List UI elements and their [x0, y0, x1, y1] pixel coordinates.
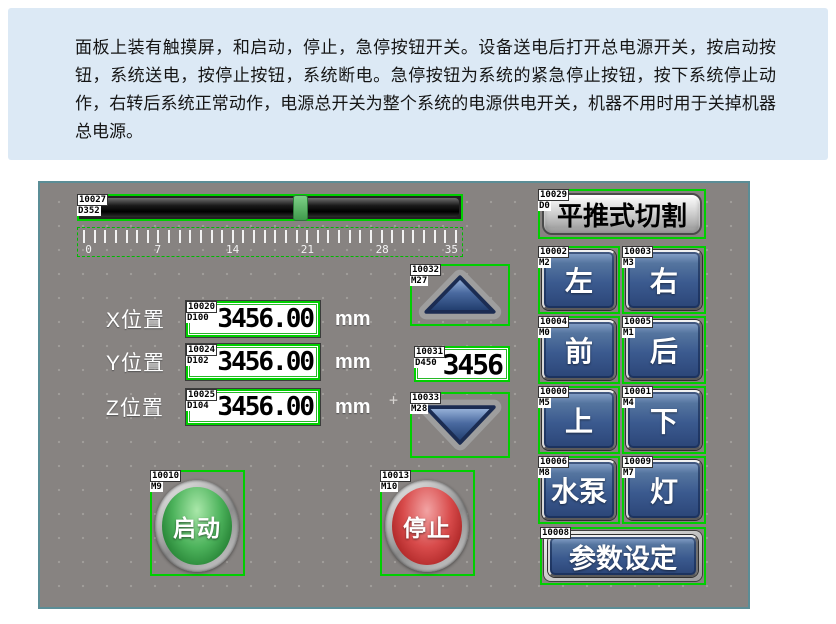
mode-title-face[interactable]: 平推式切割: [542, 193, 702, 235]
start-button-ring: 启动: [155, 480, 239, 572]
slider-thumb[interactable]: [292, 195, 308, 221]
z-unit-label: mm: [335, 395, 371, 418]
x-unit-label: mm: [335, 307, 371, 330]
parameter-settings-button[interactable]: 10008 参数设定: [540, 527, 706, 585]
ruler-ticks: [83, 230, 457, 243]
start-button-face[interactable]: 启动: [162, 487, 232, 565]
arrow-down-icon: [418, 399, 502, 451]
z-position-value: 3456.00: [217, 392, 315, 422]
y-unit-label: mm: [335, 350, 371, 373]
instruction-panel: 面板上装有触摸屏，和启动，停止，急停按钮开关。设备送电后打开总电源开关，按启动按…: [8, 8, 828, 160]
y-position-value: 3456.00: [217, 347, 315, 377]
stop-button-face[interactable]: 停止: [392, 487, 462, 565]
arrow-up-icon: [418, 269, 502, 320]
z-position-label: Z位置: [106, 397, 164, 420]
x-position-label: X位置: [106, 309, 166, 332]
widget-tag: 10008: [540, 527, 572, 539]
parameter-settings-frame: 参数设定: [544, 531, 702, 581]
stop-button-ring: 停止: [385, 480, 469, 572]
ruler-scale: 0 7 14 21 28 35: [77, 227, 463, 257]
ruler-labels: 0 7 14 21 28 35: [85, 243, 458, 256]
instruction-text: 面板上装有触摸屏，和启动，停止，急停按钮开关。设备送电后打开总电源开关，按启动按…: [75, 38, 776, 141]
slider-track: [81, 198, 459, 217]
feed-value: 3456: [442, 347, 504, 381]
y-position-label: Y位置: [106, 352, 166, 375]
x-position-value: 3456.00: [217, 304, 315, 334]
parameter-settings-face[interactable]: 参数设定: [548, 535, 698, 577]
crosshair-icon: +: [389, 391, 399, 409]
